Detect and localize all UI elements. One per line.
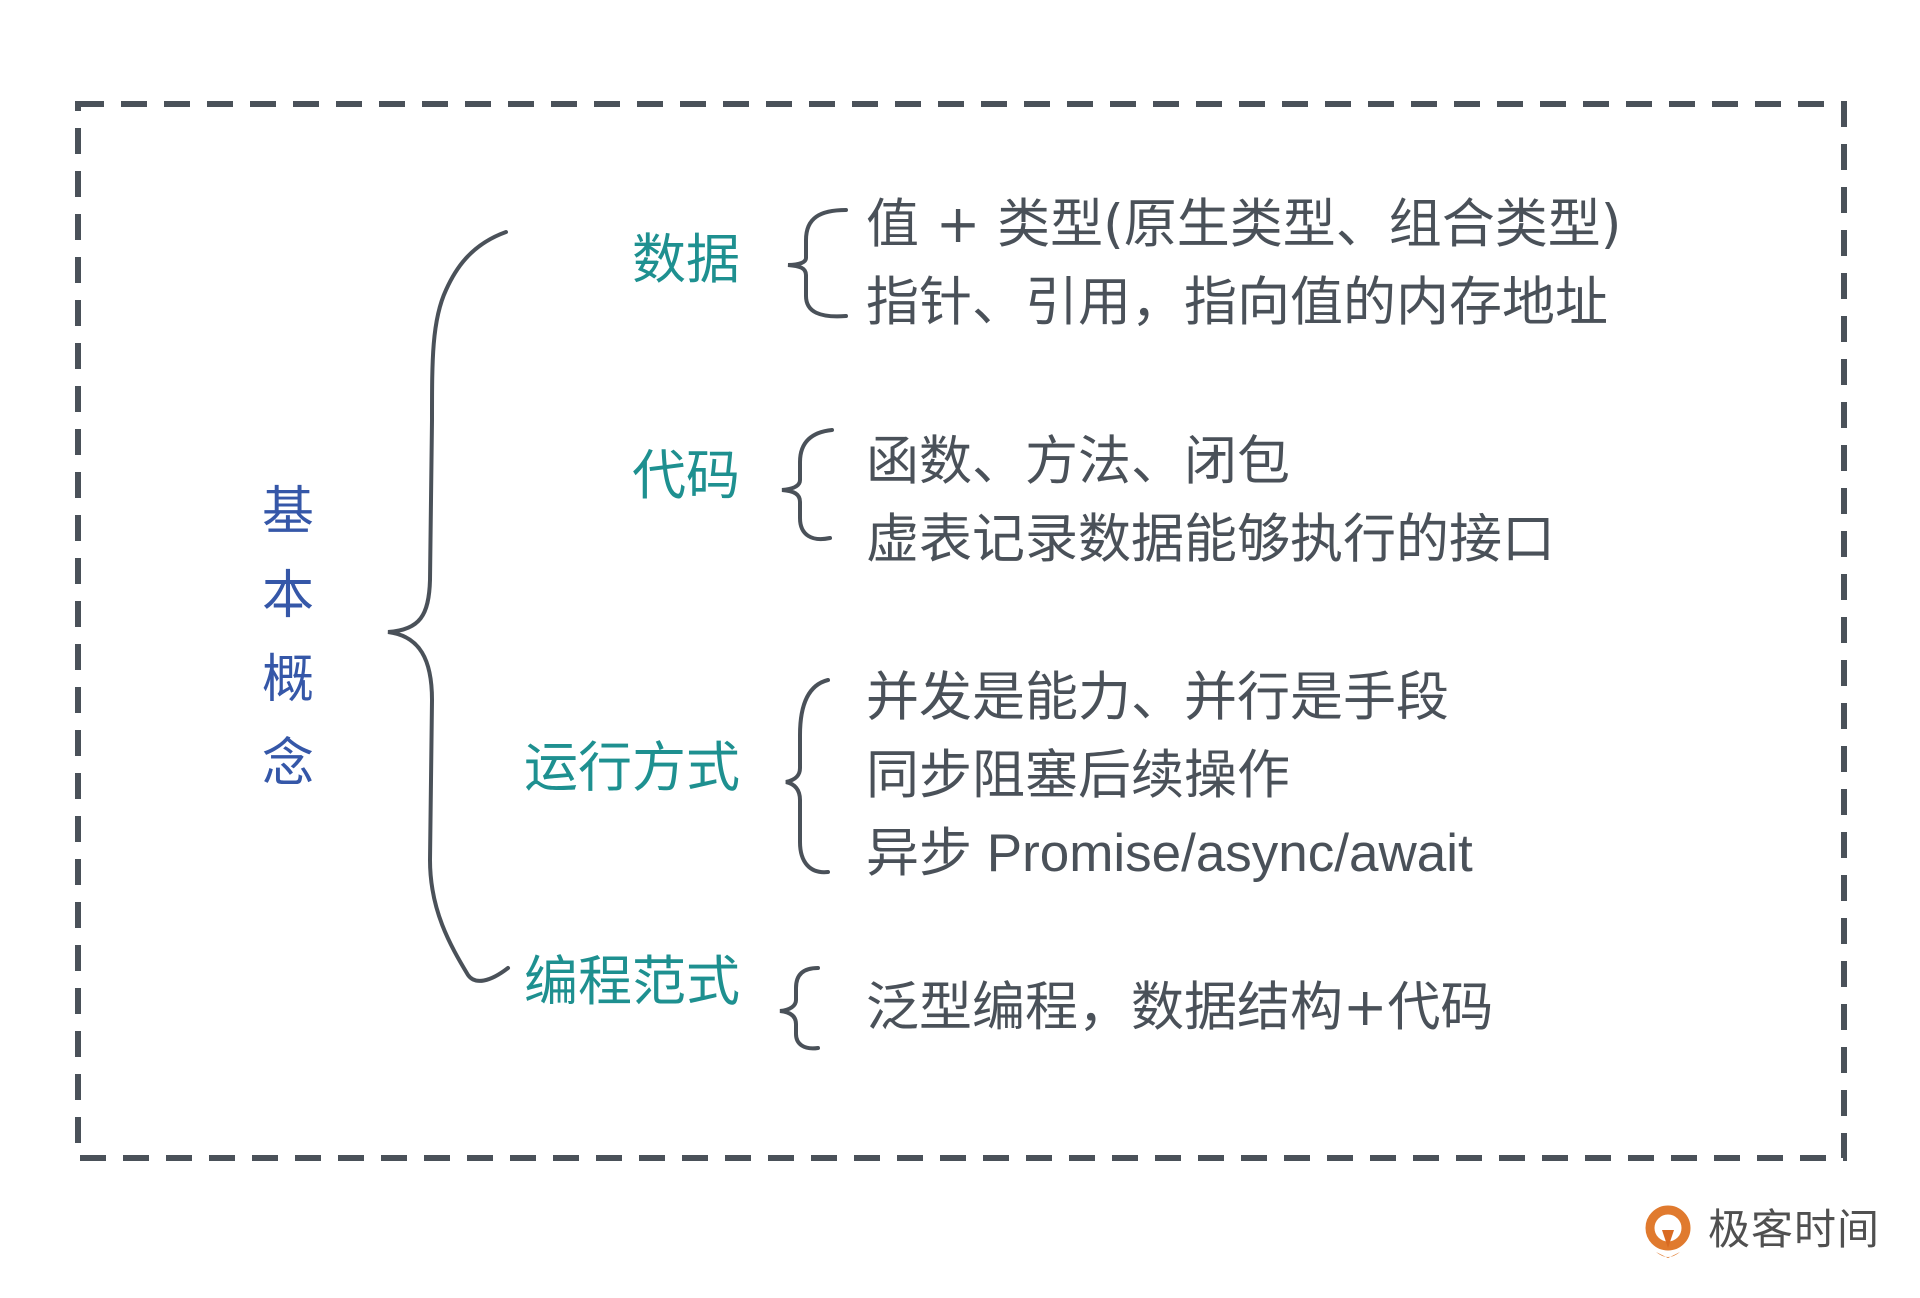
brace-paradigm [779,966,820,1051]
root-brace [387,230,510,983]
logo-text: 极客时间 [1708,1204,1881,1254]
root-char: 本 [261,566,314,626]
root-char: 基 [261,482,314,542]
item-code-functions: 函数、方法、闭包 [866,431,1290,492]
brace-runtime [785,678,830,875]
item-data-pointer: 指针、引用，指向值的内存地址 [866,272,1608,333]
item-runtime-sync: 同步阻塞后续操作 [866,745,1290,806]
geektime-logo: 极客时间 [1700,1196,1880,1256]
category-data: 数据 [632,228,740,291]
item-runtime-async: 异步 Promise/async/await [866,824,1473,883]
item-code-vtable: 虚表记录数据能够执行的接口 [866,509,1555,570]
dashed-border [75,101,1847,1161]
brace-data [787,208,848,319]
item-data-value-type: 值 + 类型(原生类型、组合类型) [866,194,1622,255]
root-char: 概 [261,650,314,710]
root-label: 基 本 概 念 [258,470,318,806]
category-runtime: 运行方式 [524,736,740,799]
category-paradigm: 编程范式 [524,950,740,1013]
brace-code [781,428,834,541]
root-char: 念 [261,734,314,794]
item-runtime-concurrency: 并发是能力、并行是手段 [866,667,1449,728]
category-code: 代码 [632,444,740,507]
geektime-logo-icon [1645,1205,1691,1258]
item-paradigm-generic: 泛型编程，数据结构+代码 [866,977,1494,1038]
